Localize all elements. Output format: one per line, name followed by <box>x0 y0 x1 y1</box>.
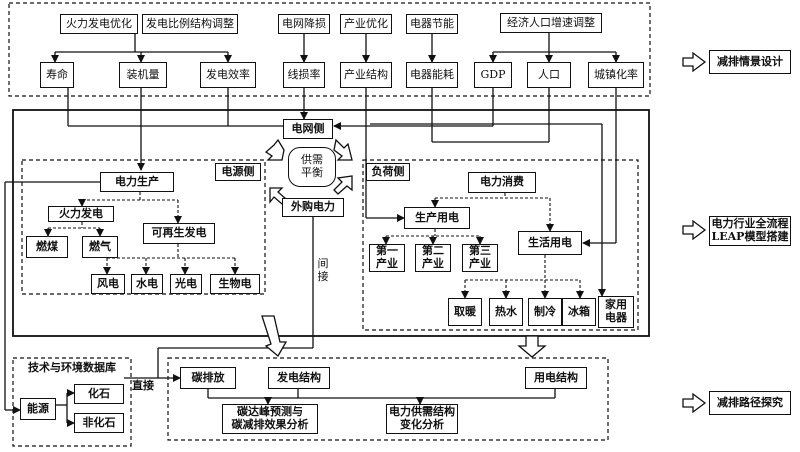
production-use-box: 生产用电 <box>404 207 470 229</box>
heating-box: 取暖 <box>448 298 482 326</box>
carbon-emission-box: 碳排放 <box>180 367 236 389</box>
thermal-power-box: 火力发电 <box>48 206 114 222</box>
appliance-saving-box: 电器节能 <box>406 14 458 34</box>
fridge-box: 冰箱 <box>562 298 596 326</box>
nonfossil-box: 非化石 <box>74 413 124 433</box>
primary-industry-box: 第一 产业 <box>369 244 405 272</box>
generation-structure-box: 发电结构 <box>268 367 330 389</box>
cycle-arrow-bottom-right <box>333 175 353 195</box>
source-side-box: 电源侧 <box>215 163 261 181</box>
purchased-power-box: 外购电力 <box>282 198 344 217</box>
hydro-box: 水电 <box>131 274 163 294</box>
economy-population-box: 经济人口增速调整 <box>500 13 602 33</box>
supply-demand-balance: 供需 平衡 <box>288 147 336 187</box>
generation-ratio-box: 发电比例结构调整 <box>142 14 238 34</box>
scenario-design-box: 减排情景设计 <box>709 50 791 74</box>
path-exploration-box: 减排路径探究 <box>709 391 791 415</box>
wind-box: 风电 <box>91 274 125 294</box>
population-box: 人口 <box>527 62 571 88</box>
gdp-box: GDP <box>474 62 512 88</box>
hollow-arrow-right-1 <box>682 51 707 73</box>
source-dashed-region <box>21 159 266 295</box>
power-consumption-box: 电力消费 <box>468 172 536 193</box>
cooling-box: 制冷 <box>528 298 562 326</box>
cycle-arrow-top-left <box>264 138 285 161</box>
database-title: 技术与环境数据库 <box>28 361 116 374</box>
hollow-arrow-down-right <box>517 335 547 358</box>
indirect-label: 间 接 <box>317 257 329 283</box>
urbanization-box: 城镇化率 <box>588 62 644 88</box>
results-dashed-region <box>167 357 609 441</box>
grid-loss-reduction-box: 电网降损 <box>278 14 330 34</box>
hollow-arrow-down-left <box>261 315 288 357</box>
grid-side-box: 电网侧 <box>283 119 333 139</box>
hot-water-box: 热水 <box>489 298 523 326</box>
direct-label: 直接 <box>132 379 154 392</box>
load-dashed-region <box>362 159 639 331</box>
line-loss-box: 线损率 <box>283 62 325 88</box>
main-frame <box>12 109 650 337</box>
lifespan-box: 寿命 <box>40 62 74 88</box>
solar-box: 光电 <box>170 274 202 294</box>
thermal-optimization-box: 火力发电优化 <box>60 14 138 34</box>
fossil-box: 化石 <box>74 384 124 404</box>
household-appliances-box: 家用 电器 <box>598 296 634 328</box>
top-dashed-region <box>8 2 651 97</box>
tertiary-industry-box: 第三 产业 <box>462 244 498 272</box>
industry-structure-box: 产业结构 <box>340 62 392 88</box>
leap-model-box: 电力行业全流程 LEAP模型搭建 <box>709 216 791 246</box>
database-dashed-region <box>12 357 132 447</box>
appliance-consumption-box: 电器能耗 <box>406 62 458 88</box>
cycle-arrow-top-right <box>333 138 353 161</box>
installed-capacity-box: 装机量 <box>119 62 167 88</box>
power-production-box: 电力生产 <box>100 172 174 192</box>
hollow-arrow-right-2 <box>682 219 707 241</box>
hollow-arrow-right-3 <box>682 392 707 414</box>
load-side-box: 负荷侧 <box>366 163 410 181</box>
gas-box: 燃气 <box>82 236 118 258</box>
bio-power-box: 生物电 <box>210 274 260 294</box>
coal-box: 燃煤 <box>26 236 68 258</box>
secondary-industry-box: 第二 产业 <box>415 244 451 272</box>
supply-demand-change-box: 电力供需结构 变化分析 <box>386 404 458 434</box>
living-use-box: 生活用电 <box>518 231 582 255</box>
renewable-power-box: 可再生发电 <box>143 223 215 244</box>
generation-efficiency-box: 发电效率 <box>200 62 256 88</box>
peak-prediction-box: 碳达峰预测与 碳减排效果分析 <box>222 404 318 434</box>
energy-box: 能源 <box>20 398 56 420</box>
consumption-structure-box: 用电结构 <box>525 367 587 389</box>
industry-optimization-box: 产业优化 <box>340 14 392 34</box>
